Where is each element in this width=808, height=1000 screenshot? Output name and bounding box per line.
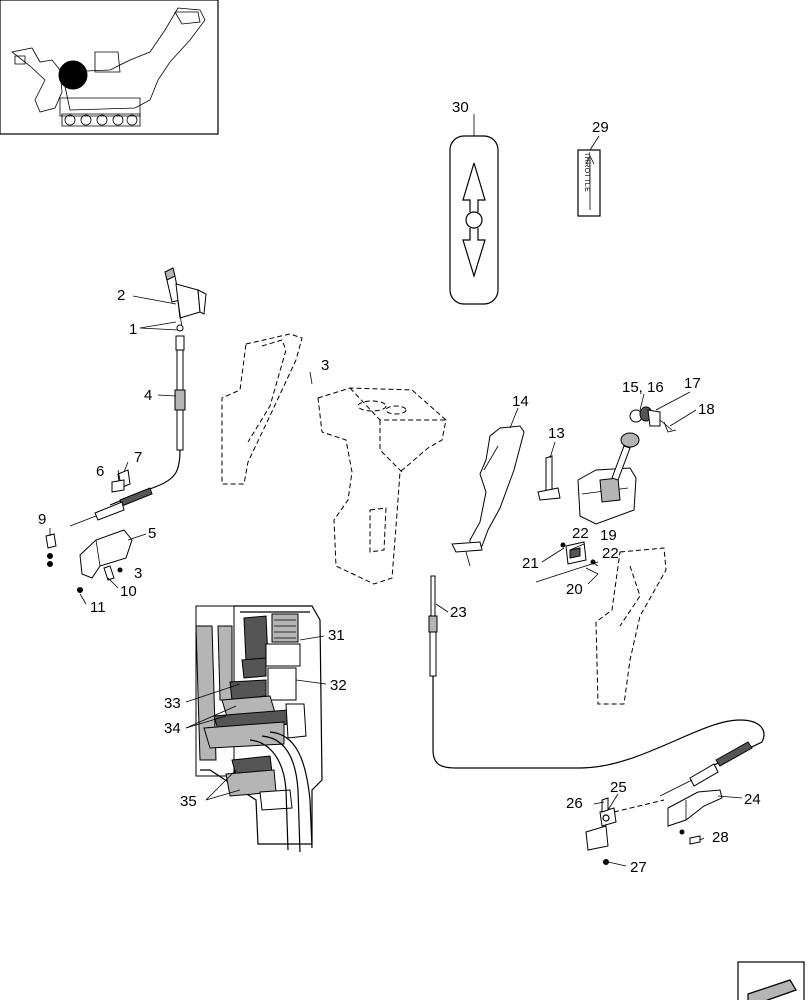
- callout-35: 35: [180, 793, 197, 810]
- console-panel-center: [317, 387, 447, 585]
- leader-lines: [49, 295, 743, 867]
- callout-32: 32: [330, 677, 347, 694]
- control-lever-assembly: [164, 267, 207, 332]
- callout-22: 22: [602, 545, 619, 562]
- callout-5: 5: [148, 525, 156, 542]
- throttle-cable-23: [428, 575, 765, 797]
- callout-labels: 2 1 3 4 6 7 9 5 3 10 11 30 29 14 13 15, …: [38, 99, 761, 876]
- callout-31: 31: [328, 627, 345, 644]
- cable-bracket-24: [667, 789, 723, 835]
- callout-15-16: 15, 16: [622, 379, 664, 396]
- callout-19: 19: [600, 527, 617, 544]
- callout-28: 28: [712, 829, 729, 846]
- callout-2: 2: [117, 287, 125, 304]
- callout-1: 1: [129, 321, 137, 338]
- callout-20: 20: [566, 581, 583, 598]
- callout-23: 23: [450, 604, 467, 621]
- cross-section-detail: [195, 605, 323, 853]
- hardware-right: [585, 797, 701, 865]
- callout-24: 24: [744, 791, 761, 808]
- throttle-decal-29: THROTTLE: [577, 149, 601, 217]
- callout-30: 30: [452, 99, 469, 116]
- callout-6: 6: [96, 463, 104, 480]
- callout-3: 3: [134, 565, 142, 582]
- callout-22: 22: [572, 525, 589, 542]
- callout-21: 21: [522, 555, 539, 572]
- callout-33: 33: [164, 695, 181, 712]
- hardware-left: [45, 469, 131, 593]
- throttle-decal-text: THROTTLE: [583, 152, 590, 192]
- console-panel-left: [221, 333, 303, 485]
- callout-10: 10: [120, 583, 137, 600]
- console-panel-right: [595, 547, 667, 705]
- mounting-plate-14: [451, 425, 525, 567]
- rod-13: [537, 455, 561, 501]
- callout-18: 18: [698, 401, 715, 418]
- decal-30: [449, 135, 499, 305]
- throttle-control-head: [577, 432, 640, 525]
- callout-25: 25: [610, 779, 627, 796]
- switch-assembly: [560, 541, 599, 575]
- knob-hardware: [629, 406, 677, 433]
- callout-27: 27: [630, 859, 647, 876]
- machine-overview-icon: [0, 0, 219, 135]
- callout-14: 14: [512, 393, 529, 410]
- callout-29: 29: [592, 119, 609, 136]
- callout-34: 34: [164, 720, 181, 737]
- bracket-5: [79, 529, 133, 579]
- callout-11: 11: [90, 599, 106, 616]
- up-down-arrow-icon: [462, 162, 486, 279]
- callout-9: 9: [38, 511, 46, 528]
- callout-3: 3: [321, 357, 329, 374]
- callout-17: 17: [684, 375, 701, 392]
- callout-7: 7: [134, 449, 142, 466]
- next-page-arrow-icon[interactable]: [737, 961, 805, 1000]
- callout-26: 26: [566, 795, 583, 812]
- callout-13: 13: [548, 425, 565, 442]
- callout-4: 4: [144, 387, 152, 404]
- control-cable-4: [69, 335, 186, 527]
